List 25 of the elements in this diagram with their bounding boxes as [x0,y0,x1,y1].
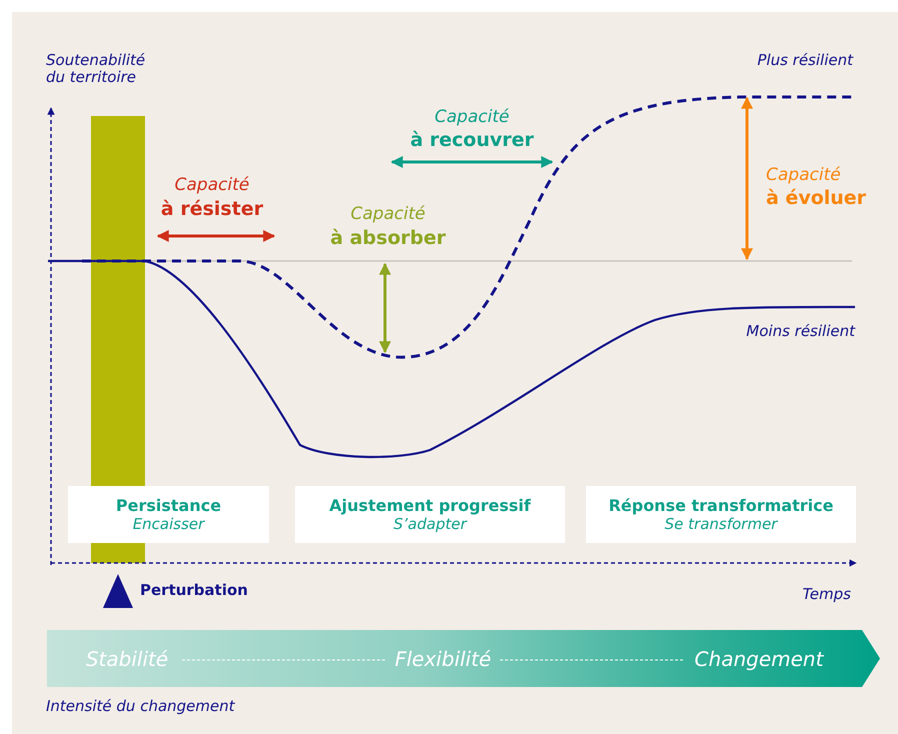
curve-label: Plus résilient [757,52,853,70]
phase-title: Persistance [116,496,222,515]
capacity-label: à évoluer [766,188,866,210]
phase-title: Réponse transformatrice [608,496,834,515]
phase-box [295,486,565,543]
scale-label: Flexibilité [394,646,492,670]
capacity-label: Capacité [434,108,510,128]
phase-subtitle: S’adapter [394,515,466,533]
phase-title: Ajustement progressif [329,496,531,515]
phase-subtitle: Se transformer [664,515,778,533]
scale-label: Stabilité [86,646,168,670]
phase-box [68,486,269,543]
capacity-label: Capacité [174,176,250,196]
perturbation-label: Perturbation [140,582,248,600]
phase-box [586,486,856,543]
capacity-label: à absorber [330,228,446,250]
scale-label: Changement [694,646,824,670]
capacity-label: Capacité [766,166,841,186]
phase-subtitle: Encaisser [132,515,204,533]
capacity-label: Capacité [350,205,426,225]
curve-label: Moins résilient [746,323,855,340]
axis-title: Temps [802,586,851,604]
capacity-label: à recouvrer [410,130,534,152]
capacity-label: à résister [160,199,264,221]
axis-title: Soutenabilité du territoire [46,52,146,86]
